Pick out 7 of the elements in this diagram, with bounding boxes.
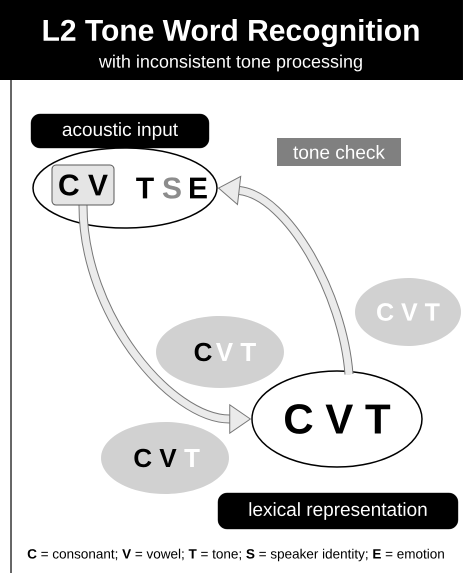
highlight-box: C V xyxy=(52,164,114,206)
subtitle: with inconsistent tone processing xyxy=(98,54,362,72)
title: L2 Tone Word Recognition xyxy=(44,18,419,48)
key-text: C = consonant; V = vowel; T = tone; S = speaker identity; E = emotion xyxy=(28,548,444,562)
label-pill: acoustic input xyxy=(30,114,210,148)
edge-label: tone check xyxy=(277,138,401,166)
label-pill: lexical representation xyxy=(218,492,458,530)
